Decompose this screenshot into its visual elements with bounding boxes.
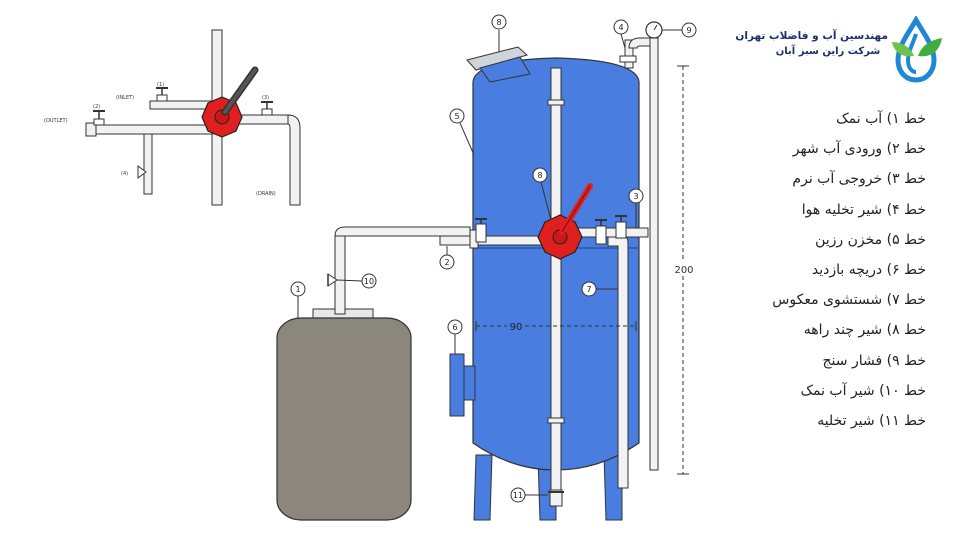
- height-dimension-label: 200: [674, 265, 693, 276]
- brand-logo-icon: [892, 16, 942, 83]
- brand-block: مهندسین آب و فاضلاب تهران شرکت راین سبز …: [735, 28, 888, 60]
- resin-tank: [449, 46, 640, 521]
- multiport-valve: [537, 183, 593, 260]
- callout-8-top-label: 8: [496, 18, 501, 27]
- callout-8-label: 8: [537, 171, 542, 180]
- inset-valve-2: [93, 110, 105, 126]
- inset-label-1: (1): [157, 82, 164, 88]
- callout-8: [532, 167, 548, 183]
- legend-item: خط ۱) آب نمک: [836, 111, 926, 127]
- callout-8-top: [491, 14, 507, 30]
- inspection-door: [449, 353, 476, 417]
- callout-10-label: 10: [364, 277, 374, 286]
- legend-item: خط ۷) شستشوی معکوس: [772, 292, 926, 309]
- callout-10: [361, 273, 377, 289]
- legend-item: خط ۱۱) شیر تخلیه: [817, 412, 926, 429]
- soft-water-outlet-pipe: [577, 227, 649, 238]
- callout-2: [439, 254, 455, 270]
- legend-item: خط ۸) شیر چند راهه: [803, 322, 926, 339]
- legend-item: خط ۹) فشار سنج: [822, 352, 927, 369]
- pressure-gauge: [645, 21, 663, 471]
- callout-3-label: 3: [633, 192, 638, 201]
- inset-label-2: (2): [93, 104, 100, 110]
- callout-1: [290, 281, 306, 297]
- callout-5: [449, 108, 465, 124]
- top-manhole: [466, 46, 531, 83]
- callout-4: [613, 19, 629, 35]
- callout-9: [681, 22, 697, 38]
- outlet-valve: [595, 215, 627, 245]
- width-dimension: 90: [475, 320, 637, 333]
- callout-7: [581, 281, 597, 297]
- inset-valve-1: [156, 87, 168, 102]
- inlet-valve: [475, 218, 487, 243]
- legend: خط ۱) آب نمک خط ۲) ورودی آب شهر خط ۳) خر…: [760, 104, 926, 436]
- callout-5-label: 5: [454, 112, 459, 121]
- inset-label-drain: (DRAIN): [256, 191, 276, 197]
- legend-item: خط ۶) دریچه بازدید: [811, 261, 926, 278]
- callout-4-label: 4: [618, 23, 623, 32]
- callout-1-label: 1: [295, 285, 300, 294]
- callout-11: [510, 487, 526, 503]
- legend-item: خط ۳) خروجی آب نرم: [792, 171, 926, 188]
- air-release-valve: [619, 37, 651, 69]
- legend-item: خط ۱۰) شیر آب نمک: [800, 382, 926, 399]
- callouts: 1 2 3 4 5 6 7 8 8 9: [290, 14, 697, 503]
- callout-6: [447, 319, 463, 335]
- inset-label-4: (4): [121, 171, 128, 177]
- inset-label-outlet: (OUTLET): [44, 118, 68, 124]
- brand-subtitle-line: شرکت راین سبز آبان: [775, 46, 881, 57]
- legend-item: خط ۵) مخزن رزین: [815, 231, 926, 248]
- callout-6-label: 6: [452, 323, 457, 332]
- callout-7-label: 7: [586, 285, 591, 294]
- callout-2-label: 2: [444, 258, 449, 267]
- legend-item: خط ۴) شیر تخلیه هوا: [801, 201, 926, 218]
- inset-label-3: (3): [262, 95, 269, 101]
- legend-item: خط ۲) ورودی آب شهر: [792, 141, 926, 158]
- inset-valve-3: [261, 101, 273, 116]
- callout-3: [628, 188, 644, 204]
- callout-9-label: 9: [686, 26, 691, 35]
- inset-label-inlet: (INLET): [116, 95, 134, 101]
- callout-11-label: 11: [513, 491, 523, 500]
- brine-tank: [276, 308, 412, 521]
- inset-valve-detail: (OUTLET) (INLET) (DRAIN) (2) (1) (3) (4): [44, 29, 301, 206]
- height-dimension: 200: [674, 65, 694, 475]
- city-inlet-pipe: [439, 235, 543, 246]
- width-dimension-label: 90: [510, 322, 523, 333]
- brand-company-line: مهندسین آب و فاضلاب تهران: [735, 30, 888, 42]
